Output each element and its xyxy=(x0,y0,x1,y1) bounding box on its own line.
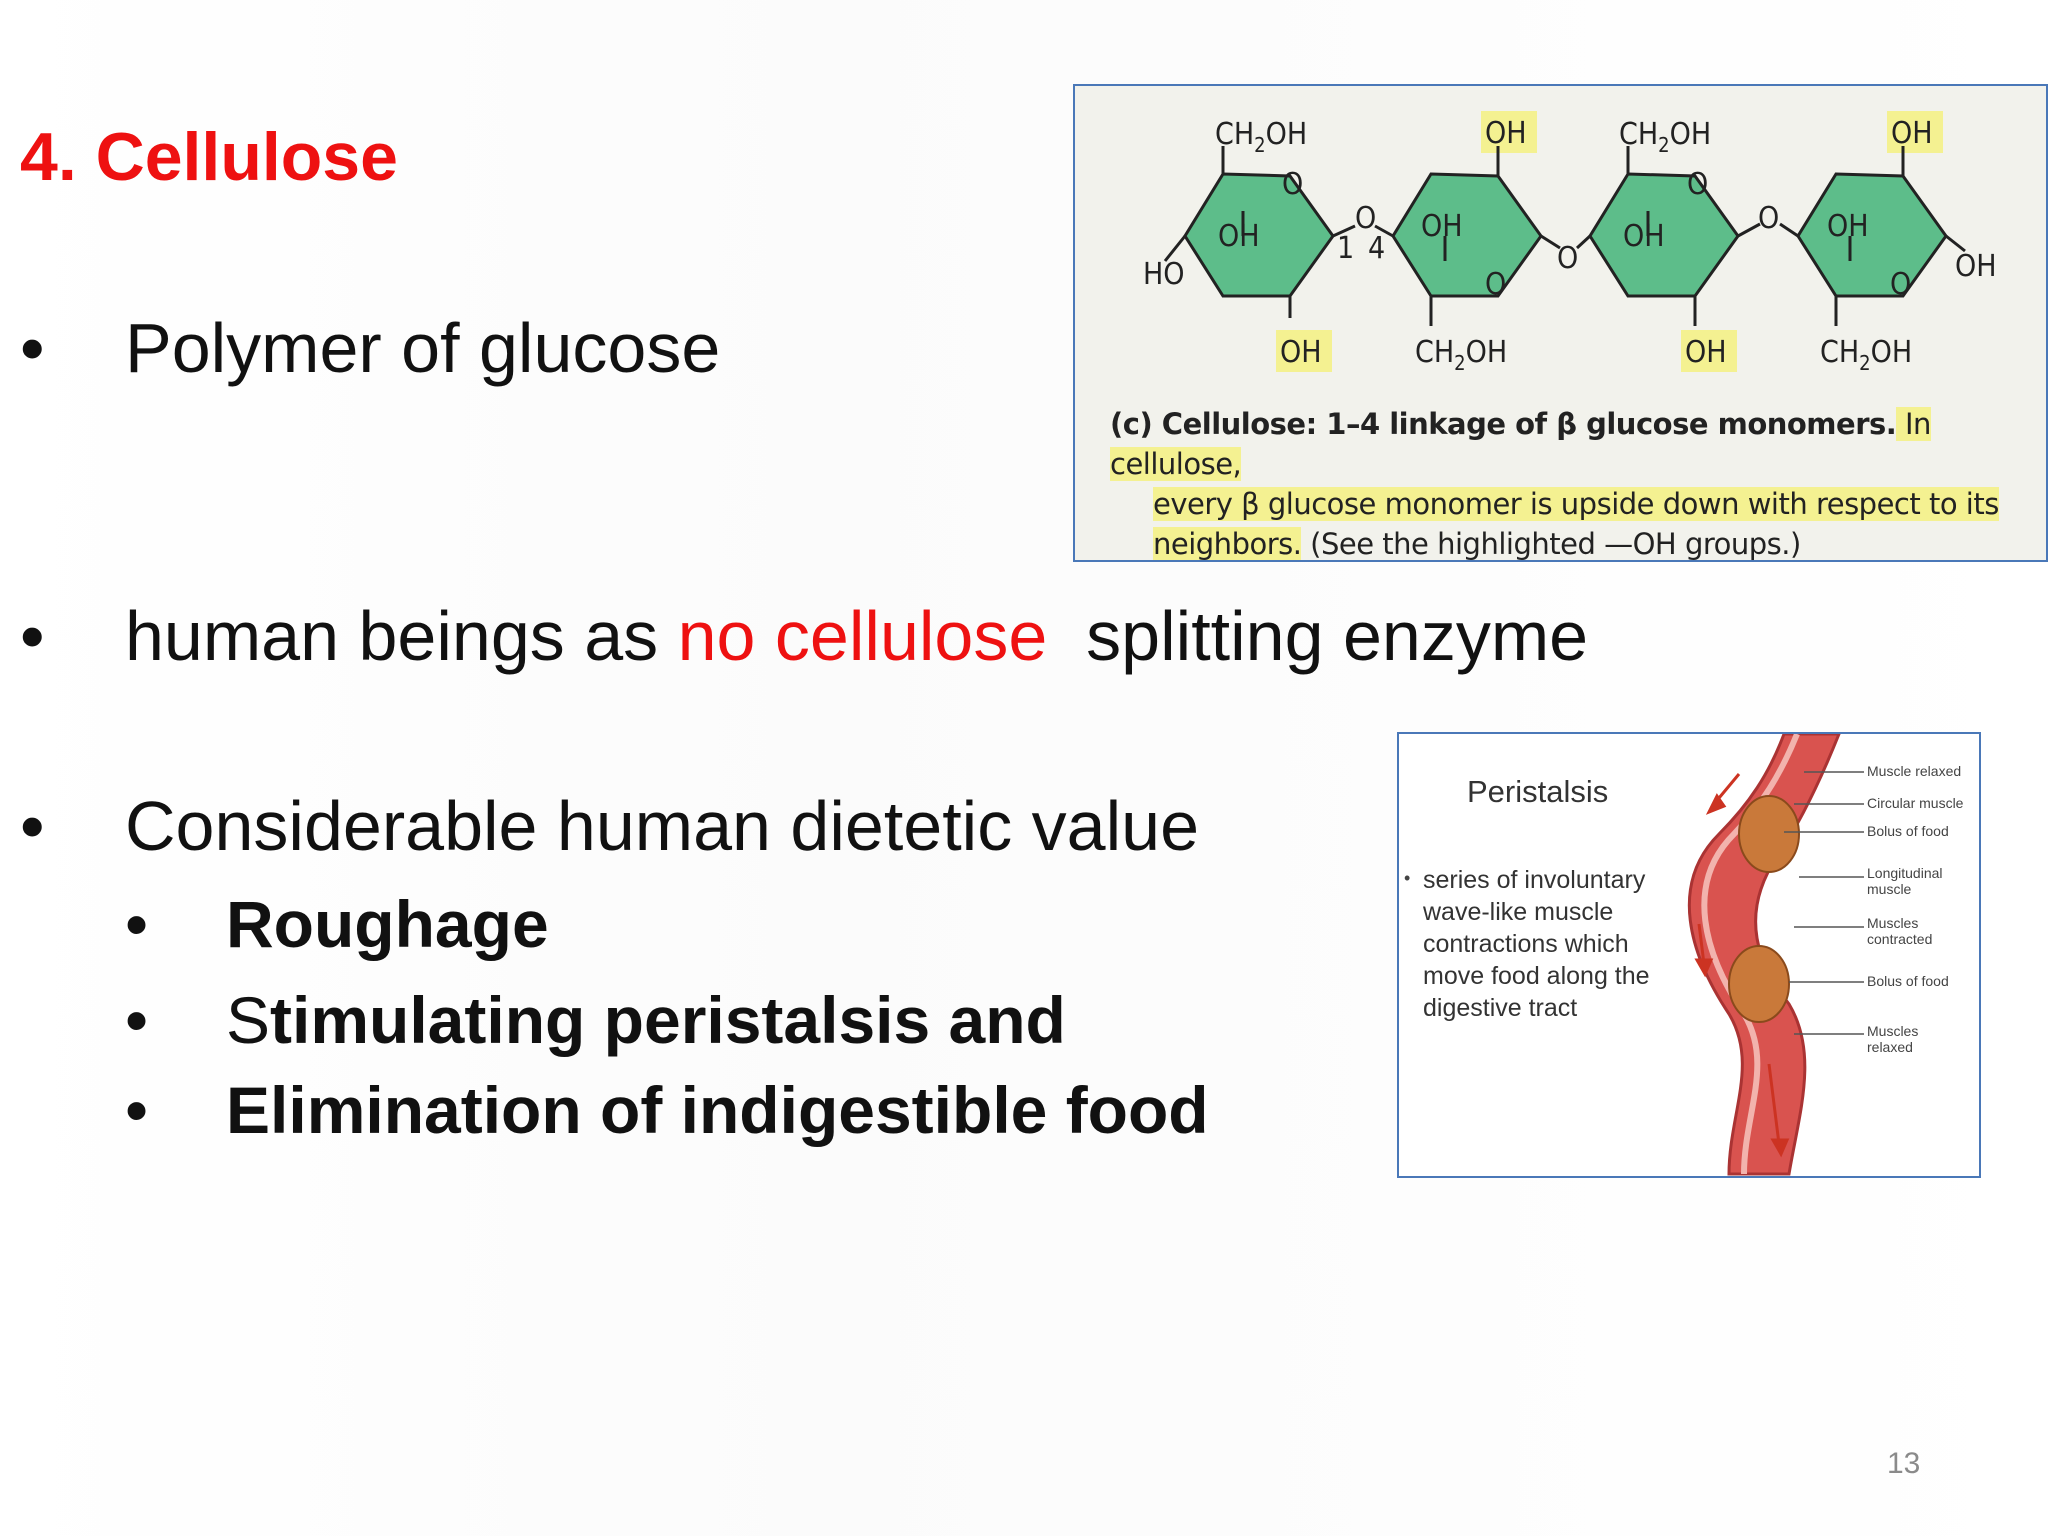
caption-highlight: neighbors. xyxy=(1153,527,1302,561)
ch2oh-label: CH2OH xyxy=(1619,117,1711,157)
oh-label-highlighted: OH xyxy=(1891,116,1933,151)
oh-highlight xyxy=(1887,111,1943,153)
ring-oxygen: O xyxy=(1282,167,1303,202)
oh-highlight xyxy=(1276,330,1332,372)
linkage-number-4: 4 xyxy=(1368,231,1385,266)
link-oxygen: O xyxy=(1758,201,1779,236)
label-muscle-relaxed: Muscle relaxed xyxy=(1867,763,1961,779)
oh-label-highlighted: OH xyxy=(1685,335,1727,370)
linkage-number-1: 1 xyxy=(1337,231,1354,266)
bullet-text: Roughage xyxy=(226,887,549,961)
caption-label: (c) xyxy=(1110,407,1162,441)
bolus-of-food xyxy=(1738,795,1800,873)
bullet-dot: • xyxy=(20,597,45,675)
caption-bold: Cellulose: 1–4 linkage of β glucose mono… xyxy=(1161,407,1897,441)
bullet-dot: • xyxy=(125,983,149,1057)
peristalsis-description: series of involuntary wave-like muscle c… xyxy=(1423,866,1650,1022)
ho-label: HO xyxy=(1143,257,1185,292)
bullet-text: Elimination of indigestible food xyxy=(226,1073,1209,1147)
bullet-dot: • xyxy=(125,1073,149,1147)
bullet-text: human beings as no cellulose splitting e… xyxy=(125,596,1588,676)
slide-title: 4. Cellulose xyxy=(20,119,398,195)
bullet-text: Polymer of glucose xyxy=(125,309,721,387)
caption-rest: (See the highlighted —OH groups.) xyxy=(1301,527,1801,561)
bullet-text: Stimulating peristalsis and xyxy=(226,982,1066,1058)
label-circular-muscle: Circular muscle xyxy=(1867,795,1964,811)
oh-highlight xyxy=(1681,330,1737,372)
label-muscles: Muscles xyxy=(1867,1023,1918,1039)
label-contracted: contracted xyxy=(1867,931,1932,947)
oh-label: OH xyxy=(1421,209,1463,244)
oh-label-highlighted: OH xyxy=(1485,116,1527,151)
ring-oxygen: O xyxy=(1485,267,1506,302)
glucose-ring-2 xyxy=(1391,172,1543,298)
bullet-dot: • xyxy=(125,887,149,961)
label-leader-lines xyxy=(1784,771,1864,1035)
cellulose-structure-figure: CH2OH CH2OH CH2OH CH2OH OH OH OH OH OH O… xyxy=(1073,84,2048,562)
label-bolus-of-food: Bolus of food xyxy=(1867,823,1949,839)
bullet-text-initial: S xyxy=(226,983,271,1057)
link-oxygen: O xyxy=(1355,201,1376,236)
oh-label: OH xyxy=(1623,219,1665,254)
caption-highlight: every β glucose monomer is upside down w… xyxy=(1153,487,1999,521)
link-oxygen: O xyxy=(1557,241,1578,276)
bullet-text-part: human beings as xyxy=(125,597,678,675)
peristalsis-figure: Peristalsis • series of involuntary wave… xyxy=(1397,732,1981,1178)
motion-arrows xyxy=(1694,773,1790,1158)
cellulose-caption: (c) Cellulose: 1–4 linkage of β glucose … xyxy=(1110,404,2030,561)
oh-label: OH xyxy=(1955,249,1997,284)
glucose-ring-4 xyxy=(1796,172,1948,298)
oh-label-highlighted: OH xyxy=(1280,335,1322,370)
bullet-dot: • xyxy=(1404,868,1411,888)
oh-label: OH xyxy=(1218,219,1260,254)
label-relaxed: relaxed xyxy=(1867,1039,1913,1055)
label-muscles: Muscles xyxy=(1867,915,1918,931)
label-bolus-of-food: Bolus of food xyxy=(1867,973,1949,989)
ch2oh-label: CH2OH xyxy=(1215,117,1307,157)
page-number: 13 xyxy=(1887,1447,1921,1480)
glucose-rings xyxy=(1183,172,1948,298)
ring-oxygen: O xyxy=(1890,267,1911,302)
label-longitudinal: Longitudinal xyxy=(1867,865,1943,881)
bullet-dot: • xyxy=(20,787,45,865)
ch2oh-label: CH2OH xyxy=(1820,335,1912,375)
label-muscle: muscle xyxy=(1867,881,1912,897)
bullet-dot: • xyxy=(20,309,45,387)
bullet-text-part: timulating peristalsis and xyxy=(270,983,1066,1057)
ch2oh-label: CH2OH xyxy=(1415,335,1507,375)
peristalsis-diagram: Muscle relaxed Circular muscle Bolus of … xyxy=(1687,734,1964,1176)
oh-label: OH xyxy=(1827,209,1869,244)
oh-highlight xyxy=(1481,111,1537,153)
ring-oxygen: O xyxy=(1687,167,1708,202)
bullet-text: Considerable human dietetic value xyxy=(125,787,1199,865)
bonds xyxy=(1163,146,1966,326)
peristalsis-title: Peristalsis xyxy=(1467,774,1609,809)
cellulose-diagram: CH2OH CH2OH CH2OH CH2OH OH OH OH OH OH O… xyxy=(1143,111,1997,375)
bolus-of-food xyxy=(1728,945,1790,1023)
bullet-text-part: splitting enzyme xyxy=(1047,597,1589,675)
highlight-no-cellulose: no cellulose xyxy=(677,597,1048,675)
